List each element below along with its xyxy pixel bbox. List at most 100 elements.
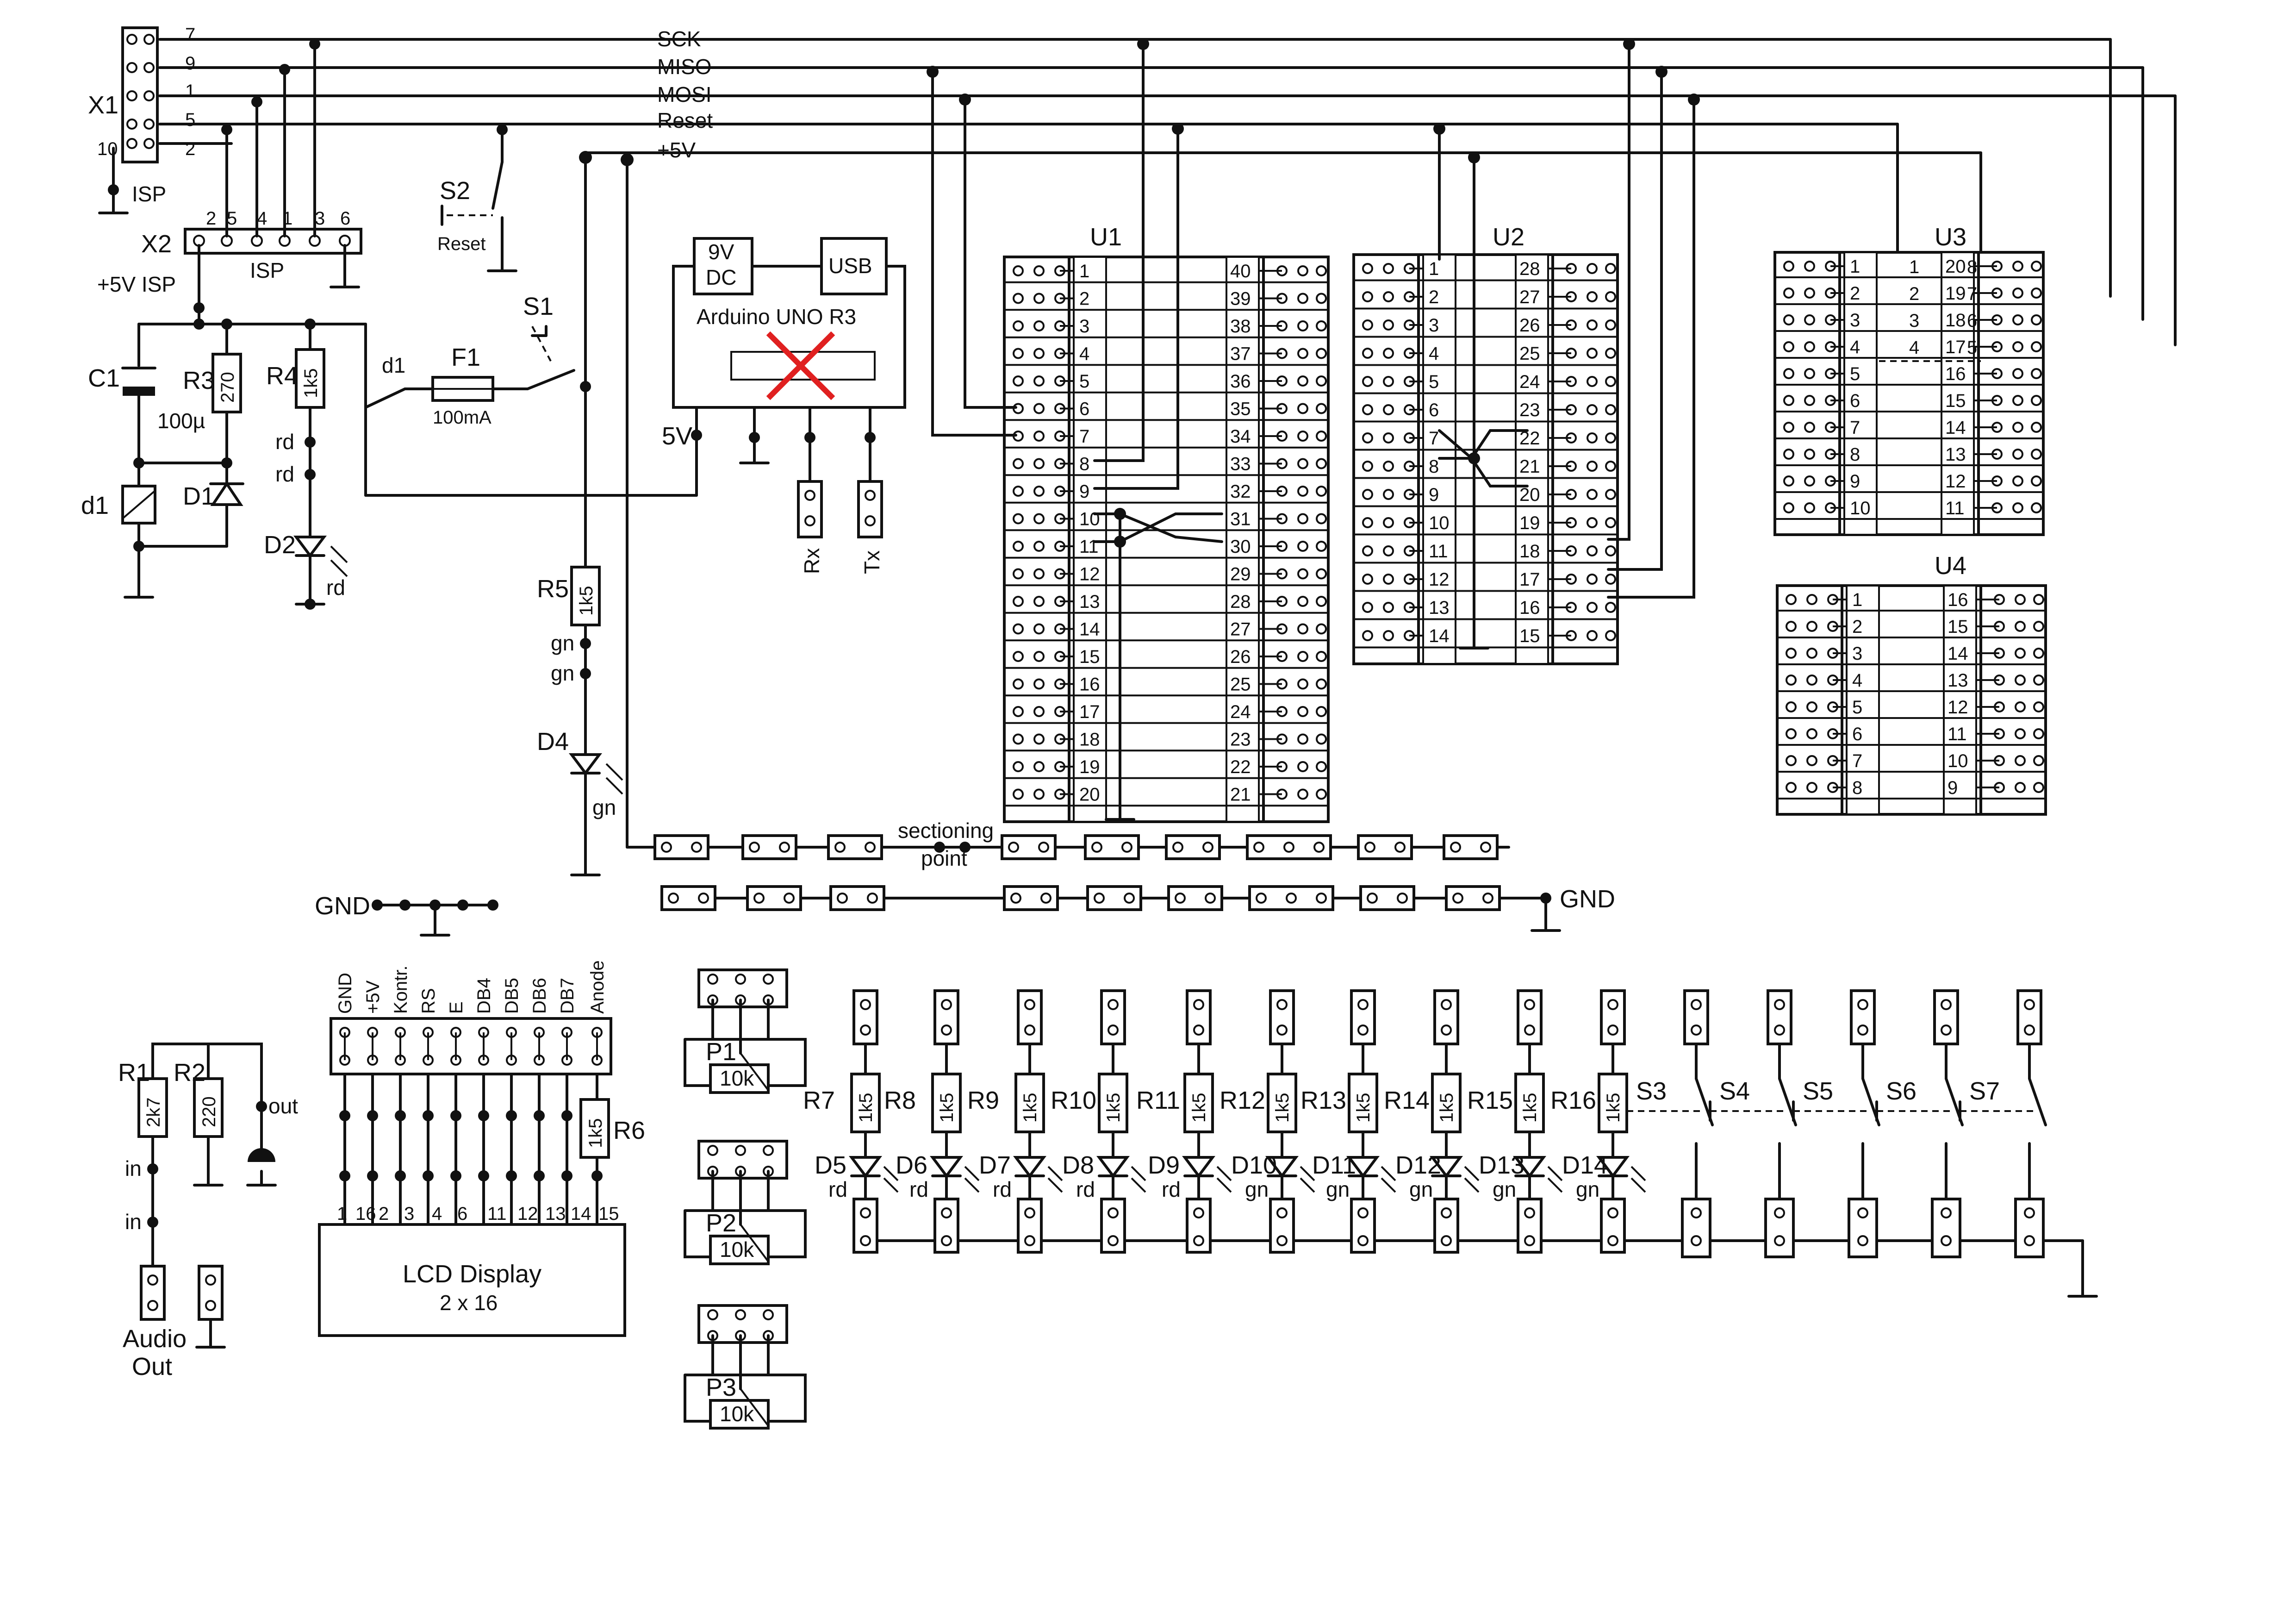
socket-hole (698, 893, 709, 904)
socket-hole (1605, 404, 1616, 415)
pin-number: 37 (1230, 344, 1251, 364)
switch-label: S4 (1719, 1077, 1750, 1105)
socket-hole (1857, 999, 1868, 1010)
pin-number: 13 (1945, 444, 1966, 465)
pot-frame (684, 1374, 807, 1423)
socket-hole (1297, 623, 1308, 635)
pin-number: 20 (1945, 256, 1966, 277)
light-arrow (1131, 1177, 1146, 1193)
junction-dot (534, 1110, 545, 1121)
socket-hole (837, 893, 848, 904)
pin-number: 9 (1079, 481, 1089, 502)
switch-label: S3 (1636, 1077, 1667, 1105)
socket-hole (1786, 782, 1797, 793)
lcd-pin-number: 14 (571, 1204, 591, 1224)
socket-hole (1316, 375, 1327, 387)
socket-hole (1804, 395, 1815, 406)
audio-jumper-2 (198, 1265, 224, 1321)
pin-number: 5 (1079, 371, 1089, 392)
socket-hole (1605, 432, 1616, 443)
socket-hole (2031, 287, 2042, 299)
socket-hole (735, 1145, 746, 1156)
f1-value: 100mA (433, 407, 492, 428)
socket-hole (1297, 348, 1308, 359)
junction-dot (534, 1170, 545, 1181)
sectioning-label-2: point (921, 846, 967, 870)
led-label: D10 (1231, 1151, 1277, 1179)
socket-hole (668, 893, 679, 904)
socket-hole (1605, 461, 1616, 472)
pot-body (709, 1235, 770, 1265)
socket-hole (1857, 1207, 1868, 1218)
pin-number: 6 (1429, 400, 1439, 420)
socket-hole (1383, 517, 1394, 528)
junction-dot (450, 1110, 461, 1121)
pin-number: 17 (1079, 702, 1100, 722)
tx-label: Tx (860, 550, 884, 574)
socket-hole (1297, 458, 1308, 469)
led-diode (1265, 1156, 1299, 1178)
pin-number: 19 (1079, 757, 1100, 777)
socket-hole (2033, 621, 2044, 632)
socket-hole (1316, 348, 1327, 359)
pot-value: 10k (720, 1066, 754, 1090)
socket-hole (1297, 678, 1308, 690)
junction-dot (339, 1110, 350, 1121)
pin-number: 4 (1852, 670, 1862, 691)
socket-hole (1441, 1235, 1452, 1246)
socket-hole (1383, 376, 1394, 387)
socket-hole (1480, 842, 1491, 853)
socket-hole (784, 893, 795, 904)
socket-hole (143, 34, 155, 45)
lcd-pin-number: 4 (432, 1204, 442, 1224)
led-resistor-value: 1k5 (1353, 1093, 1374, 1123)
led-resistor-value: 1k5 (1603, 1093, 1624, 1123)
socket-hole (1362, 319, 1373, 331)
audio-label-2: Out (132, 1353, 172, 1380)
pin-number: 18 (1519, 541, 1540, 562)
socket-hole (1607, 999, 1618, 1010)
socket-hole (1804, 422, 1815, 433)
socket-hole (860, 1207, 871, 1218)
socket-hole (1013, 623, 1024, 635)
svg-text:DC: DC (706, 265, 736, 289)
socket-hole (860, 1024, 871, 1036)
socket-hole (143, 138, 155, 149)
led-resistor-label: R11 (1136, 1087, 1180, 1114)
socket-hole (2031, 422, 2042, 433)
socket-right-strip (1979, 584, 2047, 816)
socket-hole (1394, 842, 1406, 853)
x1-pin-1: 1 (185, 81, 195, 101)
r6-label: R6 (613, 1117, 645, 1144)
socket-hole (941, 1024, 952, 1036)
pot-label: P3 (706, 1374, 736, 1401)
socket-hole (1774, 999, 1785, 1010)
r4-value: 1k5 (301, 369, 321, 399)
d2-wire-color-1: rd (275, 430, 294, 454)
socket-hole (1786, 728, 1797, 739)
led-header (1433, 989, 1459, 1045)
socket-hole (1362, 291, 1373, 302)
socket-hole (1362, 432, 1373, 443)
socket-hole (1806, 675, 1817, 686)
pin-label-column (1843, 251, 1878, 536)
pin-number: 2 (1850, 283, 1860, 304)
led-resistor-value: 1k5 (1103, 1093, 1124, 1123)
led-resistor-label: R16 (1550, 1087, 1596, 1114)
socket-hole (2015, 594, 2026, 605)
led-header (852, 989, 878, 1045)
socket-hole (1316, 265, 1327, 276)
socket-hole (779, 842, 790, 853)
socket-hole (1383, 545, 1394, 556)
socket-hole (1316, 651, 1327, 662)
socket-hole (1316, 403, 1327, 414)
socket-hole (2012, 261, 2023, 272)
pin-number: 3 (1852, 643, 1862, 664)
bus-label-sck: SCK (657, 27, 701, 51)
socket-hole (1202, 842, 1213, 853)
socket-hole (1587, 291, 1598, 302)
pin-number: 14 (1945, 418, 1966, 438)
pin-label-column (1846, 585, 1880, 815)
